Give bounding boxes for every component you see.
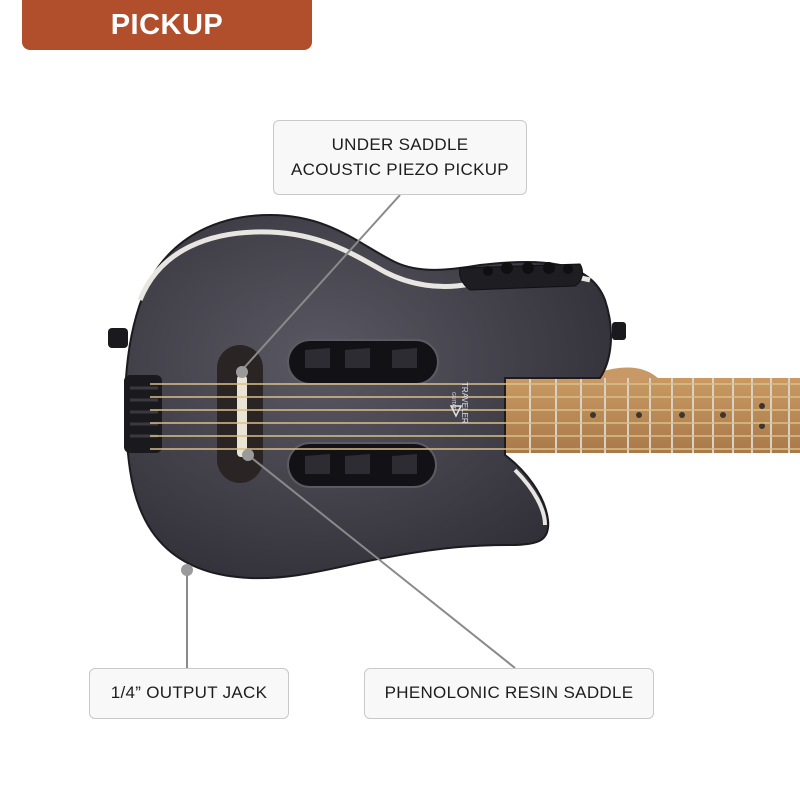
callout-piezo-pickup: UNDER SADDLE ACOUSTIC PIEZO PICKUP [273, 120, 527, 195]
callout-saddle: PHENOLONIC RESIN SADDLE [364, 668, 654, 719]
saddle-leader-line [247, 454, 516, 669]
tuner-block [108, 322, 626, 453]
logo-name: TRAVELER [460, 382, 469, 424]
callout-output-jack: 1/4” OUTPUT JACK [89, 668, 289, 719]
knob-icons [483, 262, 573, 276]
strings [150, 383, 800, 450]
piezo-marker-dot [236, 366, 248, 378]
neck-pickup [287, 339, 439, 385]
callout-piezo-line1: UNDER SADDLE [331, 134, 469, 154]
section-title-banner: PICKUP [22, 0, 312, 50]
traveler-logo: TRAVELER GUITAR [449, 382, 469, 424]
leader-lines [186, 194, 516, 669]
bridge-pickup [287, 442, 437, 488]
piezo-leader-line [241, 194, 401, 371]
logo-sub: GUITAR [450, 392, 456, 411]
callout-piezo-line2: ACOUSTIC PIEZO PICKUP [291, 159, 509, 179]
callout-saddle-label: PHENOLONIC RESIN SADDLE [384, 683, 634, 703]
jack-marker-dot [181, 564, 193, 576]
guitar-neck [500, 367, 800, 453]
saddle-marker-dot [242, 449, 254, 461]
callout-output-jack-label: 1/4” OUTPUT JACK [110, 683, 268, 703]
section-title: PICKUP [110, 8, 224, 41]
